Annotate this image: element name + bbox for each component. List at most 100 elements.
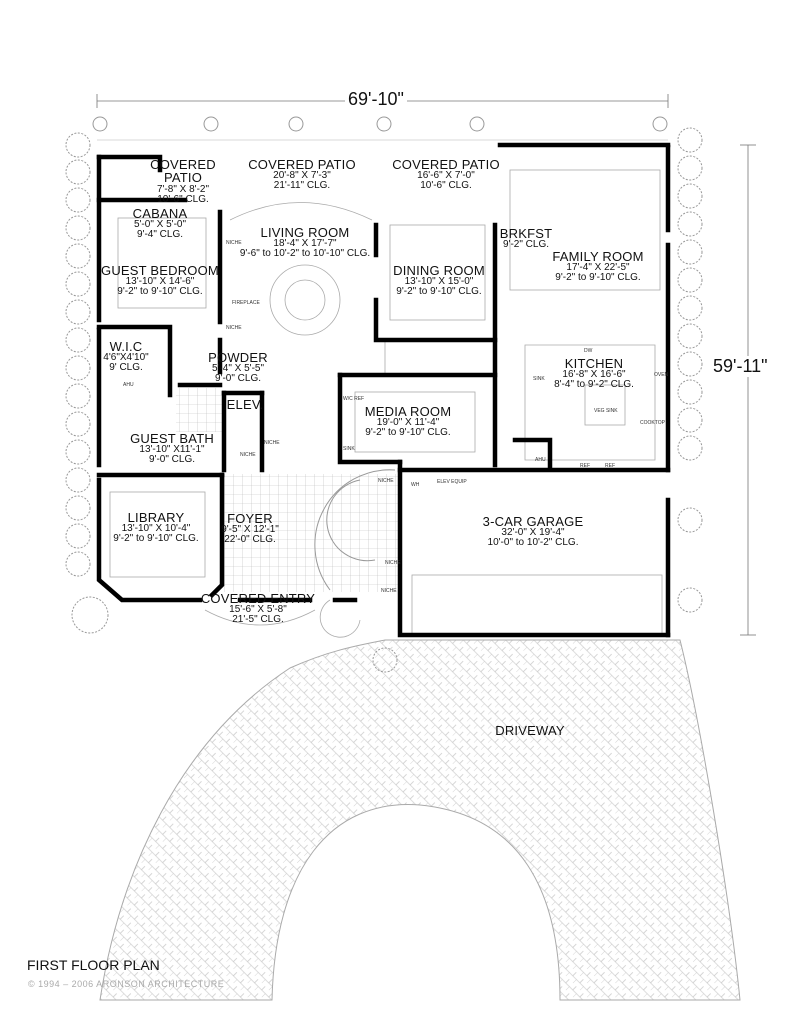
room-size: 16'-8" X 16'-6" (562, 369, 626, 381)
fixture-dishwasher: DW (584, 348, 593, 354)
room-name: MEDIA ROOM (364, 404, 452, 419)
dimension-lines (96, 94, 756, 636)
room-size: 16'-6" X 7'-0" (417, 170, 475, 182)
room-name: COVERED (150, 157, 216, 172)
room-covered-patio-living: COVERED PATIO 20'-8" X 7'-3" 21'-11" CLG… (248, 158, 356, 192)
room-name: CABANA (132, 206, 188, 221)
room-size: 9'-5" X 12'-1" (221, 524, 279, 536)
room-name: FOYER (227, 511, 273, 526)
room-powder: POWDER 5'-4" X 5'-5" 9'-0" CLG. (208, 351, 268, 385)
room-garage: 3-CAR GARAGE 32'-0" X 19'-4" 10'-0" to 1… (483, 515, 584, 549)
room-name: DRIVEWAY (495, 723, 565, 738)
room-name: COVERED ENTRY (200, 591, 316, 606)
room-size: 13'-10" X 10'-4" (121, 523, 191, 535)
fixture-niche: NICHE (381, 588, 397, 594)
room-ceiling: 22'-0" CLG. (224, 534, 276, 546)
fixture-sink: SINK (343, 446, 355, 452)
fixture-fireplace: FIREPLACE (232, 300, 260, 306)
room-size: 32'-0" X 19'-4" (501, 527, 565, 539)
room-guest-bedroom: GUEST BEDROOM 13'-10" X 14'-6" 9'-2" to … (101, 264, 219, 298)
fixture-ahu: AHU (123, 382, 134, 388)
walls (96, 142, 671, 638)
room-size: 13'-10" X11'-1" (139, 444, 205, 456)
room-size: 5'-4" X 5'-5" (211, 363, 265, 375)
room-family-room: FAMILY ROOM 17'-4" X 22'-5" 9'-2" to 9'-… (552, 250, 643, 284)
fixture-refrigerator: REF (605, 463, 615, 469)
fixture-niche: NICHE (226, 325, 242, 331)
plan-title: FIRST FLOOR PLAN (27, 957, 160, 973)
room-size: 15'-6" X 5'-8" (229, 604, 287, 616)
room-size: 19'-0" X 11'-4" (376, 417, 440, 429)
room-name: KITCHEN (564, 356, 624, 371)
fixture-niche: NICHE (378, 478, 394, 484)
room-ceiling: 9'-4" CLG. (136, 229, 184, 241)
room-ceiling: 9' CLG. (109, 362, 143, 374)
room-ceiling: 10'-6" CLG. (157, 193, 209, 205)
room-kitchen: KITCHEN 16'-8" X 16'-6" 8'-4" to 9'-2" C… (554, 357, 634, 391)
room-ceiling: 8'-4" to 9'-2" CLG. (554, 379, 634, 391)
room-wic: W.I.C 4'6"X4'10" 9' CLG. (103, 340, 148, 374)
room-covered-entry: COVERED ENTRY 15'-6" X 5'-8" 21'-5" CLG. (201, 592, 315, 626)
room-size: 17'-4" X 22'-5" (566, 262, 630, 274)
room-name: COVERED PATIO (392, 157, 500, 172)
room-name: W.I.C (109, 339, 143, 354)
room-size: 18'-4" X 17'-7" (273, 238, 337, 250)
room-ceiling: 10'-6" CLG. (420, 180, 472, 192)
room-name: COVERED PATIO (248, 157, 356, 172)
room-name: LIVING ROOM (260, 225, 350, 240)
room-size: 5'-0" X 5'-0" (133, 219, 187, 231)
spiral-stair (314, 469, 396, 591)
room-covered-patio-cabana: COVERED PATIO 7'-8" X 8'-2" 10'-6" CLG. (150, 158, 216, 205)
room-media-room: MEDIA ROOM 19'-0" X 11'-4" 9'-2" to 9'-1… (365, 405, 452, 439)
landscaping-trees (65, 127, 703, 673)
room-name: BRKFST (499, 226, 553, 241)
columns (92, 116, 668, 132)
room-name: DINING ROOM (393, 263, 485, 278)
fixture-niche: NICHE (385, 560, 401, 566)
fixture-water-heater: WH (411, 482, 420, 488)
fixture-veg-sink: VEG SINK (594, 408, 618, 414)
room-ceiling: 9'-2" to 9'-10" CLG. (117, 286, 203, 298)
room-ceiling: 21'-5" CLG. (232, 614, 284, 626)
room-elevator: ELEV. (226, 397, 264, 412)
room-foyer: FOYER 9'-5" X 12'-1" 22'-0" CLG. (221, 512, 279, 546)
room-name: GUEST BATH (130, 431, 214, 446)
width-dimension: 69'-10" (345, 89, 407, 110)
room-ceiling: 9'-6" to 10'-2" to 10'-10" CLG. (239, 248, 371, 260)
room-ceiling: 21'-11" CLG. (273, 180, 331, 192)
room-name: POWDER (208, 350, 268, 365)
fixture-ahu: AHU (535, 457, 546, 463)
room-ceiling: 9'-2" to 9'-10" CLG. (555, 272, 641, 284)
room-living-room: LIVING ROOM 18'-4" X 17'-7" 9'-6" to 10'… (240, 226, 370, 260)
bath-tile (176, 388, 224, 432)
room-name: LIBRARY (127, 510, 185, 525)
room-covered-patio-dining: COVERED PATIO 16'-6" X 7'-0" 10'-6" CLG. (392, 158, 500, 192)
fixture-niche: NICHE (240, 452, 256, 458)
room-ceiling: 10'-0" to 10'-2" CLG. (487, 537, 579, 549)
fixture-kitchen-sink: SINK (533, 376, 545, 382)
room-size: 13'-10" X 15'-0" (404, 276, 474, 288)
driveway-paving (99, 639, 741, 1001)
room-ceiling: 9'-0" CLG. (148, 454, 196, 466)
fixture-niche: NICHE (226, 240, 242, 246)
room-cabana: CABANA 5'-0" X 5'-0" 9'-4" CLG. (133, 207, 188, 241)
fixture-cooktop: COOKTOP (640, 420, 665, 426)
fixture-elevator-equipment: ELEV EQUIP (437, 479, 467, 485)
room-ceiling: 9'-2" to 9'-10" CLG. (396, 286, 482, 298)
foyer-tile (224, 474, 399, 592)
depth-dimension: 59'-11" (710, 356, 771, 377)
room-ceiling: 9'-2" to 9'-10" CLG. (113, 533, 199, 545)
room-ceiling: 9'-2" CLG. (502, 239, 550, 251)
fixture-niche: NICHE (264, 440, 280, 446)
room-size: 7'-8" X 8'-2" (156, 183, 210, 195)
room-size: 13'-10" X 14'-6" (125, 276, 195, 288)
room-breakfast: BRKFST 9'-2" CLG. (500, 227, 552, 250)
room-driveway: DRIVEWAY (495, 723, 565, 738)
fixture-refrigerator: REF (580, 463, 590, 469)
room-size: 4'6"X4'10" (103, 352, 149, 364)
room-ceiling: 9'-2" to 9'-10" CLG. (365, 427, 451, 439)
room-size: 20'-8" X 7'-3" (273, 170, 331, 182)
fixture-wc-ref: W/C REF (343, 396, 365, 402)
room-library: LIBRARY 13'-10" X 10'-4" 9'-2" to 9'-10"… (113, 511, 198, 545)
room-name: ELEV. (226, 397, 264, 412)
